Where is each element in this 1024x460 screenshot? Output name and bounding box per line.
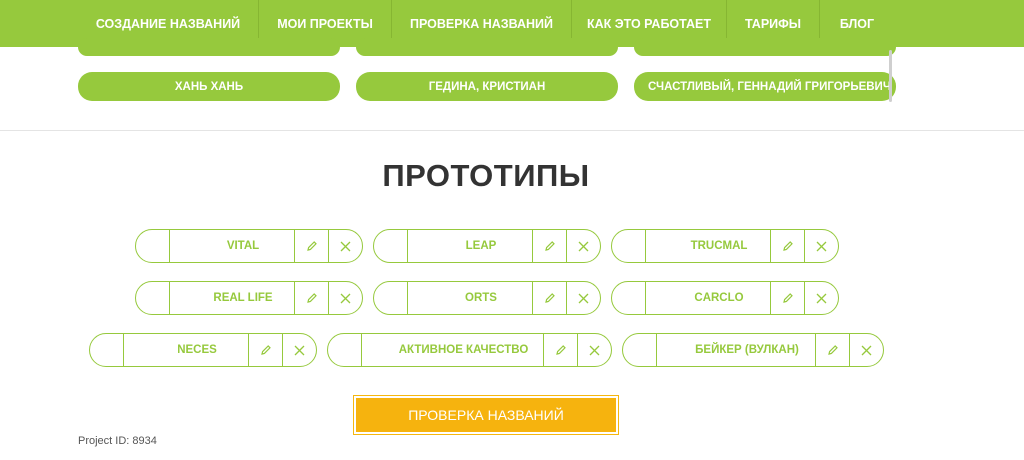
- prototype-name: VITAL: [170, 230, 295, 262]
- pencil-icon[interactable]: [249, 334, 283, 366]
- prototype-name: TRUCMAL: [646, 230, 771, 262]
- close-icon[interactable]: [805, 282, 838, 314]
- close-icon[interactable]: [567, 230, 600, 262]
- pencil-icon[interactable]: [533, 230, 567, 262]
- select-checkbox[interactable]: [90, 334, 124, 366]
- hidden-name-pill: [356, 38, 618, 56]
- prototype-name: NECES: [124, 334, 249, 366]
- pencil-icon[interactable]: [816, 334, 850, 366]
- select-checkbox[interactable]: [136, 282, 170, 314]
- name-pill[interactable]: СЧАСТЛИВЫЙ, ГЕННАДИЙ ГРИГОРЬЕВИЧ: [634, 72, 896, 101]
- prototype-name: БЕЙКЕР (ВУЛКАН): [657, 334, 816, 366]
- select-checkbox[interactable]: [612, 282, 646, 314]
- prototype-chip: VITAL: [135, 229, 363, 263]
- prototype-chip: ORTS: [373, 281, 601, 315]
- main-nav: СОЗДАНИЕ НАЗВАНИЙ МОИ ПРОЕКТЫ ПРОВЕРКА Н…: [78, 0, 894, 47]
- select-checkbox[interactable]: [328, 334, 362, 366]
- prototype-chip: TRUCMAL: [611, 229, 839, 263]
- select-checkbox[interactable]: [612, 230, 646, 262]
- scrollbar-thumb[interactable]: [889, 50, 892, 102]
- prototype-chip: АКТИВНОЕ КАЧЕСТВО: [327, 333, 612, 367]
- select-checkbox[interactable]: [136, 230, 170, 262]
- close-icon[interactable]: [329, 230, 362, 262]
- prototype-name: REAL LIFE: [170, 282, 295, 314]
- pencil-icon[interactable]: [295, 282, 329, 314]
- close-icon[interactable]: [578, 334, 611, 366]
- prototype-name: CARCLO: [646, 282, 771, 314]
- prototype-chip: REAL LIFE: [135, 281, 363, 315]
- prototype-chip: NECES: [89, 333, 317, 367]
- hidden-name-pill: [634, 38, 896, 56]
- close-icon[interactable]: [850, 334, 883, 366]
- prototype-name: LEAP: [408, 230, 533, 262]
- check-names-button-label: ПРОВЕРКА НАЗВАНИЙ: [356, 398, 616, 432]
- select-checkbox[interactable]: [374, 230, 408, 262]
- pencil-icon[interactable]: [533, 282, 567, 314]
- prototype-chip: LEAP: [373, 229, 601, 263]
- select-checkbox[interactable]: [374, 282, 408, 314]
- close-icon[interactable]: [567, 282, 600, 314]
- name-pill[interactable]: ГЕДИНА, КРИСТИАН: [356, 72, 618, 101]
- pencil-icon[interactable]: [771, 230, 805, 262]
- section-divider: [0, 130, 1024, 131]
- prototypes-title: ПРОТОТИПЫ: [382, 158, 590, 193]
- close-icon[interactable]: [329, 282, 362, 314]
- check-names-button[interactable]: ПРОВЕРКА НАЗВАНИЙ: [353, 395, 619, 435]
- hidden-name-pill: [78, 38, 340, 56]
- nav-check-names[interactable]: ПРОВЕРКА НАЗВАНИЙ: [392, 0, 572, 47]
- nav-how-it-works[interactable]: КАК ЭТО РАБОТАЕТ: [572, 0, 727, 47]
- nav-blog[interactable]: БЛОГ: [839, 16, 875, 31]
- prototype-name: ORTS: [408, 282, 533, 314]
- prototype-name: АКТИВНОЕ КАЧЕСТВО: [362, 334, 544, 366]
- pencil-icon[interactable]: [544, 334, 578, 366]
- prototype-chip: CARCLO: [611, 281, 839, 315]
- nav-create-names[interactable]: СОЗДАНИЕ НАЗВАНИЙ: [78, 0, 259, 47]
- nav-my-projects[interactable]: МОИ ПРОЕКТЫ: [259, 0, 392, 47]
- select-checkbox[interactable]: [623, 334, 657, 366]
- project-id: Project ID: 8934: [78, 435, 157, 447]
- close-icon[interactable]: [283, 334, 316, 366]
- nav-pricing[interactable]: ТАРИФЫ: [727, 0, 820, 47]
- name-pill[interactable]: ХАНЬ ХАНЬ: [78, 72, 340, 101]
- pencil-icon[interactable]: [771, 282, 805, 314]
- prototype-chip: БЕЙКЕР (ВУЛКАН): [622, 333, 884, 367]
- pencil-icon[interactable]: [295, 230, 329, 262]
- close-icon[interactable]: [805, 230, 838, 262]
